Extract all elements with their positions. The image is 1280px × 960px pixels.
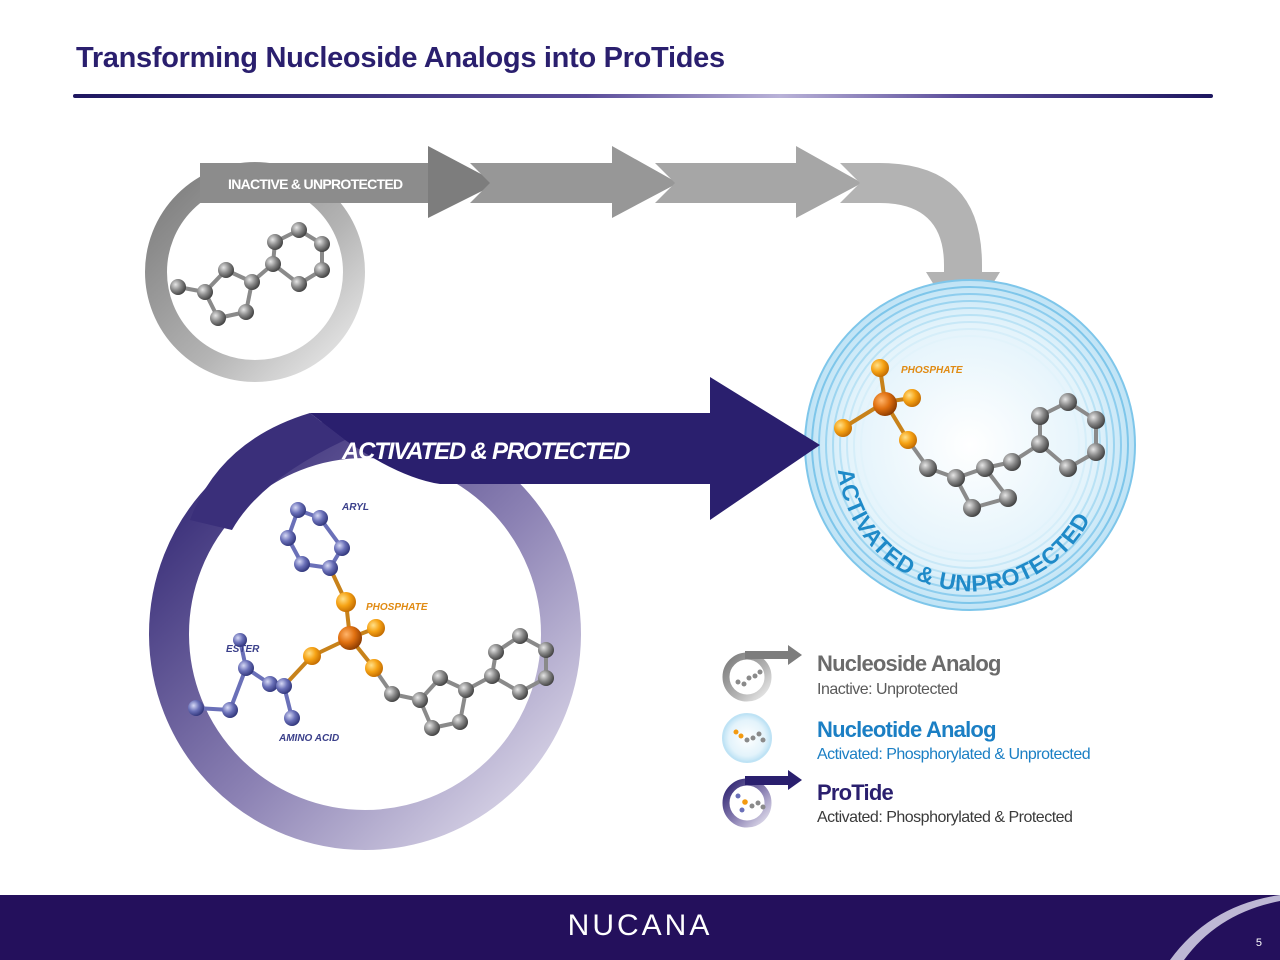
title-divider <box>73 94 1213 98</box>
protide-arrow <box>310 377 820 520</box>
nucana-logo: NUCANA <box>567 909 713 942</box>
page-number: 5 <box>1255 937 1262 949</box>
ester-label: ESTER <box>226 644 260 655</box>
phosphate-bottom-label: PHOSPHATE <box>366 602 428 613</box>
legend-item-nucleotide: Nucleotide Analog Activated: Phosphoryla… <box>722 713 1091 763</box>
legend-nucleotide-subtitle: Activated: Phosphorylated & Unprotected <box>817 746 1090 763</box>
activated-protected-label: ACTIVATED & PROTECTED <box>341 438 630 465</box>
legend-item-nucleoside: Nucleoside Analog Inactive: Unprotected <box>722 645 1001 702</box>
protide-pathway: ACTIVATED & PROTECTED <box>149 377 820 850</box>
phosphate-top-label: PHOSPHATE <box>901 365 963 376</box>
protide-diagram: INACTIVE & UNPROTECTED ACTIVATED & UNPRO… <box>145 146 1136 850</box>
footer-bar: NUCANA 5 <box>0 895 1280 960</box>
legend: Nucleoside Analog Inactive: Unprotected … <box>722 645 1091 828</box>
legend-nucleoside-subtitle: Inactive: Unprotected <box>817 681 958 698</box>
gray-arrow-2 <box>470 146 678 218</box>
legend-nucleotide-title: Nucleotide Analog <box>817 717 996 742</box>
amino-acid-label: AMINO ACID <box>278 733 339 744</box>
inactive-label: INACTIVE & UNPROTECTED <box>228 176 403 192</box>
inactive-band <box>200 163 432 203</box>
nucleotide-target: ACTIVATED & UNPROTECTED <box>804 279 1136 611</box>
footer-swoosh <box>1170 895 1280 960</box>
protide-molecule: ARYL PHOSPHATE ESTER AMINO ACID <box>188 502 554 744</box>
legend-nucleoside-title: Nucleoside Analog <box>817 651 1001 676</box>
protide-band <box>190 413 345 530</box>
legend-protide-subtitle: Activated: Phosphorylated & Protected <box>817 809 1072 826</box>
slide-title: Transforming Nucleoside Analogs into Pro… <box>76 42 725 74</box>
nucleoside-molecule <box>170 222 330 326</box>
legend-item-protide: ProTide Activated: Phosphorylated & Prot… <box>722 770 1073 828</box>
gray-arrow-1 <box>428 146 498 218</box>
gray-arrow-3 <box>655 146 862 218</box>
legend-protide-title: ProTide <box>817 780 893 805</box>
aryl-label: ARYL <box>341 502 369 513</box>
nucleotide-molecule: PHOSPHATE <box>834 359 1105 517</box>
